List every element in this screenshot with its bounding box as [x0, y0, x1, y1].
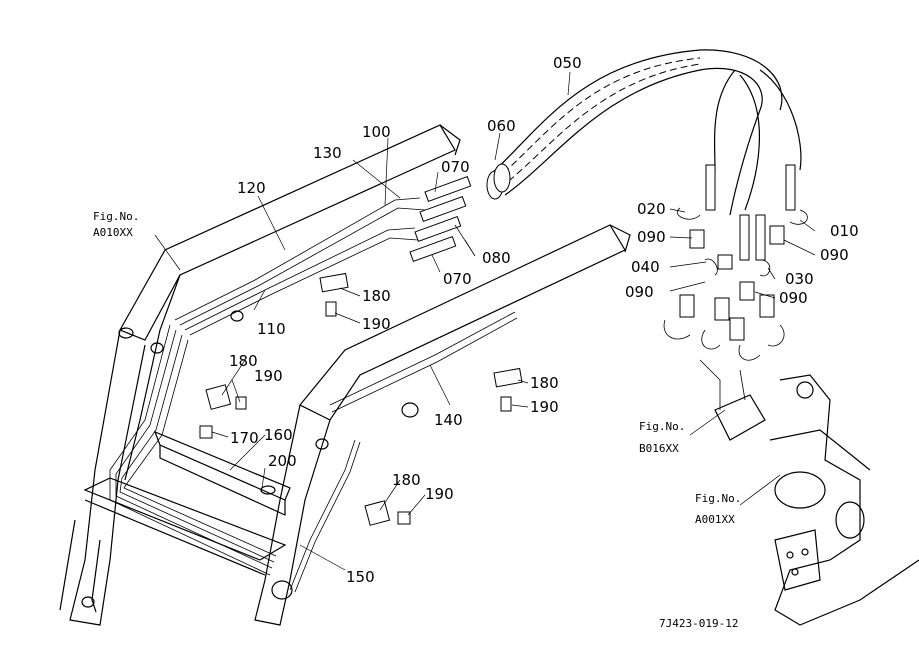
label-010: 010 [830, 222, 859, 240]
label-030: 030 [785, 270, 814, 288]
bracket-mount [699, 359, 766, 441]
hydraulic-pipes-left [109, 197, 426, 576]
label-090b: 090 [625, 283, 654, 301]
label-050: 050 [553, 54, 582, 72]
label-180a: 180 [362, 287, 391, 305]
label-110: 110 [257, 320, 286, 338]
label-190c: 190 [530, 398, 559, 416]
hose-bundle [486, 49, 802, 216]
fig-ref-a010-code: A010XX [93, 226, 133, 239]
label-080: 080 [482, 249, 511, 267]
left-loader-arm [59, 124, 461, 626]
part-labels: 050 060 100 130 070 120 080 070 180 110 … [229, 54, 859, 586]
label-150: 150 [346, 568, 375, 586]
label-140: 140 [434, 411, 463, 429]
main-frame-bracket [769, 374, 919, 626]
fig-ref-b016-code: B016XX [639, 442, 679, 455]
label-070b: 070 [443, 270, 472, 288]
cross-tube [83, 477, 287, 576]
label-190d: 190 [425, 485, 454, 503]
label-180c: 180 [530, 374, 559, 392]
label-130: 130 [313, 144, 342, 162]
bracket-160 [153, 430, 291, 516]
label-070a: 070 [441, 158, 470, 176]
label-180b: 180 [229, 352, 258, 370]
label-180d: 180 [392, 471, 421, 489]
label-090c: 090 [820, 246, 849, 264]
label-170: 170 [230, 429, 259, 447]
label-060: 060 [487, 117, 516, 135]
label-120: 120 [237, 179, 266, 197]
label-020: 020 [637, 200, 666, 218]
label-190a: 190 [362, 315, 391, 333]
hydraulic-pipes-right [289, 311, 518, 593]
right-loader-arm [254, 224, 631, 626]
fig-ref-a010-title: Fig.No. [93, 210, 139, 223]
label-090d: 090 [779, 289, 808, 307]
fig-ref-a001-title: Fig.No. [695, 492, 741, 505]
label-100: 100 [362, 123, 391, 141]
fig-ref-a001-code: A001XX [695, 513, 735, 526]
drawing-code: 7J423-019-12 [659, 617, 738, 630]
figure-references: Fig.No. A010XX Fig.No. B016XX Fig.No. A0… [93, 210, 741, 526]
fig-ref-b016-title: Fig.No. [639, 420, 685, 433]
couplers-right [663, 164, 808, 361]
label-190b: 190 [254, 367, 283, 385]
label-040: 040 [631, 258, 660, 276]
label-200: 200 [268, 452, 297, 470]
plates-and-bolts [199, 272, 523, 526]
leader-lines [154, 71, 816, 571]
label-090a: 090 [637, 228, 666, 246]
hose-fittings-left [409, 175, 472, 263]
label-160: 160 [264, 426, 293, 444]
